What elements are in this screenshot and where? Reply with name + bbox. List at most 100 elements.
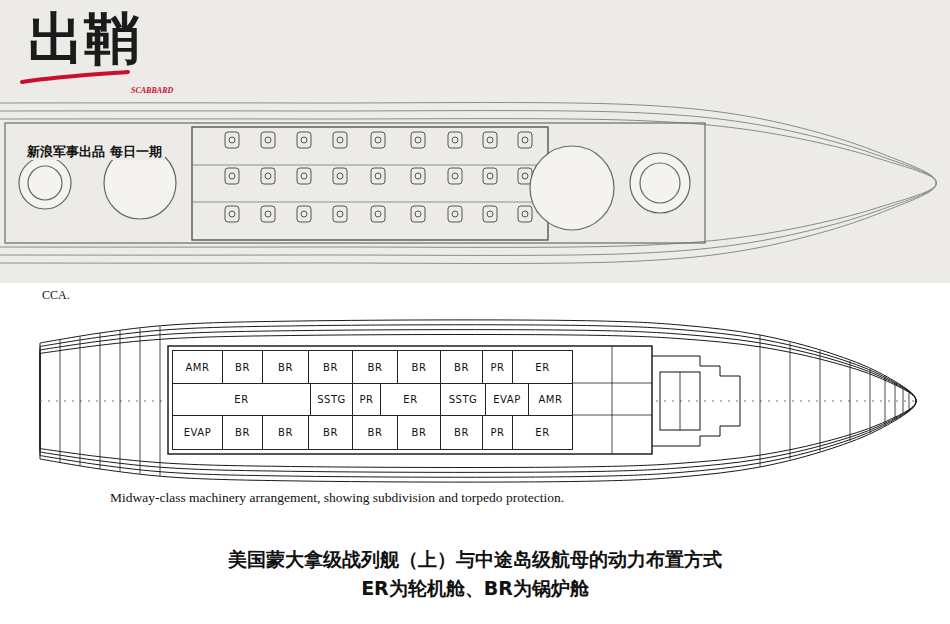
compartment-label: ER [535, 362, 549, 373]
compartment-label: BR [278, 427, 293, 438]
boiler-symbol [225, 168, 239, 184]
carrier-frame-lines [60, 326, 909, 476]
machinery-symbol [297, 206, 311, 222]
hull-line [40, 320, 916, 482]
boiler-symbol [225, 132, 239, 148]
magazine-structure [660, 372, 700, 430]
boiler-symbol [337, 137, 343, 143]
bulkhead-line [192, 202, 548, 203]
boiler-symbol [415, 173, 421, 179]
boiler-symbol [487, 173, 493, 179]
publisher-note: 新浪军事出品 每日一期 [24, 145, 165, 160]
compartment-label: ER [535, 427, 549, 438]
boiler-symbol [229, 173, 235, 179]
compartment-box: BR [262, 415, 309, 450]
frame-line [903, 389, 904, 413]
frame-line [895, 383, 896, 418]
compartment-label: BR [412, 427, 427, 438]
compartment-label: ER [403, 394, 417, 405]
boiler-symbol [261, 132, 275, 148]
compartment-box: ER [512, 415, 573, 450]
turret-ring [28, 166, 62, 200]
boiler-symbol [265, 211, 271, 217]
boiler-symbol [261, 168, 275, 184]
plate-label: CCA. [42, 289, 70, 303]
machinery-symbol [483, 206, 497, 222]
machinery-symbol [518, 132, 532, 148]
compartment-label: BR [278, 362, 293, 373]
boiler-symbol [337, 211, 343, 217]
compartment-box: BR [352, 350, 398, 384]
hull-line [40, 325, 916, 477]
machinery-symbol [371, 132, 385, 148]
boiler-symbol [411, 168, 425, 184]
compartment-box: ER [380, 383, 441, 416]
compartment-box: BR [397, 415, 441, 450]
compartment-box: PR [352, 383, 381, 416]
machinery-symbol [371, 206, 385, 222]
carrier-hull-lines [40, 320, 916, 482]
boiler-symbol [333, 168, 347, 184]
figure-caption: Midway-class machinery arrangement, show… [110, 490, 564, 506]
boiler-symbol [297, 206, 311, 222]
compartment-box: BR [222, 415, 263, 450]
boiler-symbol [297, 168, 311, 184]
compartment-box: AMR [528, 383, 573, 416]
frame-line [870, 369, 871, 433]
boiler-symbol [522, 211, 528, 217]
boiler-symbol [375, 137, 381, 143]
machinery-symbols [225, 132, 532, 222]
frame-line [885, 376, 886, 425]
compartment-label: AMR [539, 394, 563, 405]
boiler-symbol [452, 211, 458, 217]
compartment-box: ER [172, 383, 311, 416]
turret-ring [640, 163, 680, 203]
frame-line [60, 340, 61, 463]
compartment-label: EVAP [184, 427, 211, 438]
frame-line [140, 328, 141, 473]
boiler-symbol [448, 206, 462, 222]
machinery-symbol [297, 132, 311, 148]
boiler-symbol [483, 168, 497, 184]
boiler-symbol [333, 206, 347, 222]
machinery-symbol [483, 132, 497, 148]
compartment-label: EVAP [493, 394, 520, 405]
machinery-symbol [371, 168, 385, 184]
compartment-label: BR [368, 427, 383, 438]
boiler-symbol [371, 168, 385, 184]
compartment-box: ER [512, 350, 573, 384]
machinery-symbol [411, 132, 425, 148]
boiler-symbol [297, 132, 311, 148]
upper-plate-ground [0, 0, 950, 283]
compartment-label: PR [491, 362, 505, 373]
hull-line [40, 330, 916, 473]
boiler-symbol [375, 211, 381, 217]
compartment-box: BR [262, 350, 309, 384]
compartment-box: BR [440, 350, 483, 384]
compartment-label: BR [412, 362, 427, 373]
machinery-symbol [225, 206, 239, 222]
compartment-label: BR [454, 362, 469, 373]
boiler-symbol [448, 168, 462, 184]
machinery-symbol [483, 168, 497, 184]
boiler-symbol [229, 211, 235, 217]
machinery-symbol [518, 206, 532, 222]
machinery-symbol [333, 132, 347, 148]
machinery-symbol [448, 168, 462, 184]
boiler-symbol [415, 211, 421, 217]
boiler-symbol [265, 137, 271, 143]
turret-barbettes [19, 146, 690, 230]
hull-line [0, 111, 936, 256]
frame-line [850, 361, 851, 441]
boiler-symbol [371, 206, 385, 222]
boiler-symbol [225, 206, 239, 222]
machinery-symbol [448, 132, 462, 148]
machinery-symbol [225, 132, 239, 148]
machinery-symbol [448, 206, 462, 222]
compartment-box: BR [308, 415, 353, 450]
compartment-label: BR [323, 362, 338, 373]
boiler-symbol [333, 132, 347, 148]
machinery-symbol [411, 168, 425, 184]
logo-swoosh [22, 72, 128, 82]
